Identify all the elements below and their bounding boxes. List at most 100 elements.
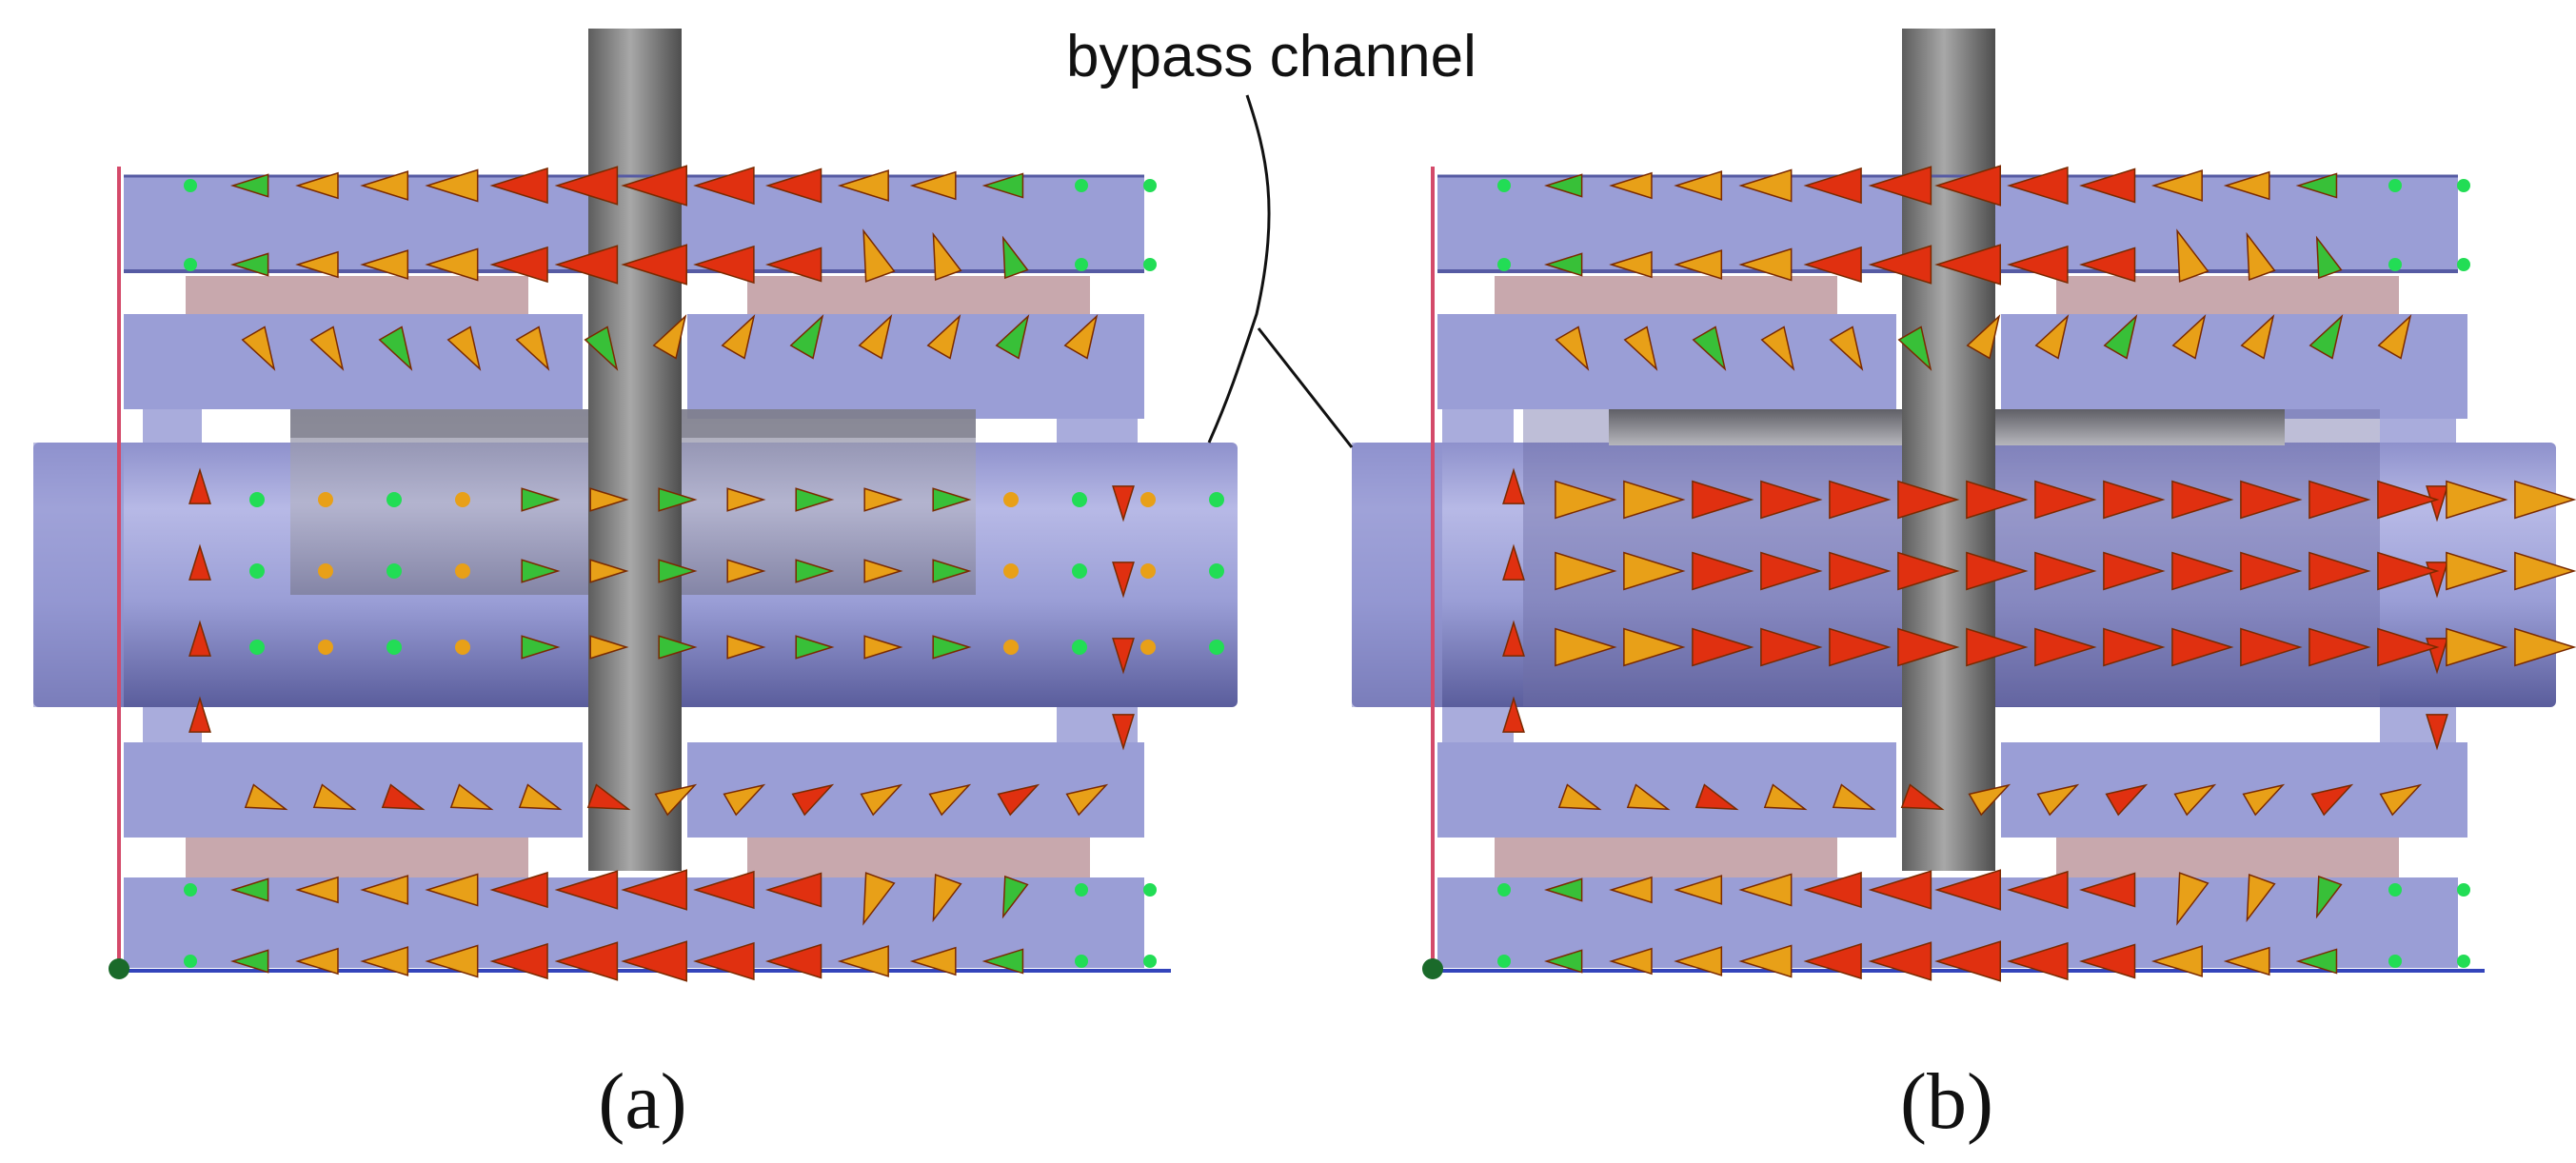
pink-plate-b-top-left [1495,276,1837,316]
flow-node-dot-icon [1075,955,1088,968]
flow-vector-cone-icon [584,325,619,371]
flow-vector-cone-icon [621,940,687,982]
flow-vector-cone-icon [2426,714,2448,751]
flow-node-dot-icon [2457,883,2470,897]
upper-block-a-right [687,314,1144,419]
flow-vector-cone-icon [1966,480,2029,520]
flow-vector-cone-icon [1543,252,1583,277]
flow-node-dot-icon [2457,258,2470,271]
flow-vector-cone-icon [2034,314,2070,360]
flow-vector-cone-icon [378,325,413,371]
flow-vector-cone-icon [1674,170,1723,201]
flow-vector-cone-icon [1829,627,1892,667]
flow-vector-cone-icon [589,635,629,660]
flow-node-dot-icon [1072,563,1087,579]
flow-vector-cone-icon [1897,480,1960,520]
flow-vector-cone-icon [425,168,479,203]
flow-vector-cone-icon [1609,250,1653,279]
flow-vector-cone-icon [2308,627,2371,667]
flow-vector-cone-icon [1001,875,1029,919]
flow-vector-cone-icon [425,944,479,978]
flow-vector-cone-icon [621,244,687,286]
flow-vector-cone-icon [2242,783,2286,817]
flow-vector-cone-icon [1968,783,2011,817]
flow-vector-cone-icon [2240,314,2275,360]
flow-vector-cone-icon [795,635,835,660]
flow-vector-cone-icon [425,247,479,282]
flow-vector-cone-icon [928,783,972,817]
flow-vector-cone-icon [1543,949,1583,974]
flow-vector-cone-icon [1934,165,2001,207]
flow-vector-cone-icon [726,487,766,512]
flow-vector-cone-icon [1738,168,1793,203]
flow-vector-cone-icon [1502,620,1525,657]
flow-vector-cone-icon [2007,870,2069,910]
flow-vector-cone-icon [360,249,409,280]
flow-node-dot-icon [318,640,333,655]
flow-vector-cone-icon [981,948,1024,975]
flow-node-dot-icon [318,492,333,507]
flow-vector-cone-icon [2514,627,2576,667]
flow-vector-cone-icon [489,871,548,909]
flow-vector-cone-icon [2171,627,2234,667]
flow-vector-cone-icon [693,166,755,206]
flow-vector-cone-icon [2105,783,2149,817]
flow-vector-cone-icon [1829,551,1892,591]
lower-block-b-right [2001,742,2467,838]
flow-vector-cone-icon [295,947,339,976]
flow-node-dot-icon [1003,563,1019,579]
flow-node-dot-icon [184,883,197,897]
flow-vector-cone-icon [2103,627,2166,667]
flow-vector-cone-icon [2446,480,2508,520]
flow-node-dot-icon [1140,492,1156,507]
flow-node-dot-icon [1209,492,1224,507]
upper-block-a-left [124,314,583,409]
flow-vector-cone-icon [932,874,962,923]
flow-vector-cone-icon [764,943,822,979]
flow-vector-cone-icon [862,228,896,283]
flow-vector-cone-icon [2078,872,2136,908]
flow-vector-cone-icon [2240,480,2303,520]
flow-vector-cone-icon [1623,627,1686,667]
flow-vector-cone-icon [1692,627,1754,667]
flow-vector-cone-icon [521,559,561,583]
flow-vector-cone-icon [2246,874,2276,923]
flow-vector-cone-icon [521,487,561,512]
flow-vector-cone-icon [1966,314,2001,360]
flow-vector-cone-icon [791,783,835,817]
lower-block-b-left [1437,742,1896,838]
flow-vector-cone-icon [1543,173,1583,198]
flow-node-dot-icon [2388,179,2402,192]
flow-vector-cone-icon [789,314,824,360]
flow-vector-cone-icon [1543,877,1583,902]
pink-plate-b-top-right [2056,276,2399,316]
flow-vector-cone-icon [449,783,494,811]
flow-vector-cone-icon [2377,551,2440,591]
flow-vector-cone-icon [1738,873,1793,907]
flow-vector-cone-icon [188,543,211,581]
flow-vector-cone-icon [188,620,211,657]
flow-vector-cone-icon [2007,245,2069,285]
flow-vector-cone-icon [2310,783,2354,817]
flow-node-dot-icon [2388,883,2402,897]
flow-node-dot-icon [455,640,470,655]
flow-vector-cone-icon [1897,325,1932,371]
upper-block-b-left [1437,314,1896,409]
flow-vector-cone-icon [1112,562,1135,599]
pink-plate-a-bottom-right [747,838,1090,877]
flow-vector-cone-icon [2150,169,2203,202]
flow-node-dot-icon [1209,640,1224,655]
leader-line-branch [1257,327,1354,448]
bypass-channel-annotation: bypass channel [1066,24,1476,448]
flow-vector-cone-icon [1112,485,1135,522]
flow-vector-cone-icon [1555,325,1590,371]
flow-node-dot-icon [1497,883,1511,897]
flow-node-dot-icon [455,492,470,507]
flow-vector-cone-icon [1674,249,1723,280]
flow-vector-cone-icon [1966,627,2029,667]
flow-vector-cone-icon [1763,783,1808,811]
flow-node-dot-icon [1072,640,1087,655]
origin-node-b [1422,958,1443,979]
flow-vector-cone-icon [909,946,957,976]
flow-vector-cone-icon [1502,696,1525,733]
